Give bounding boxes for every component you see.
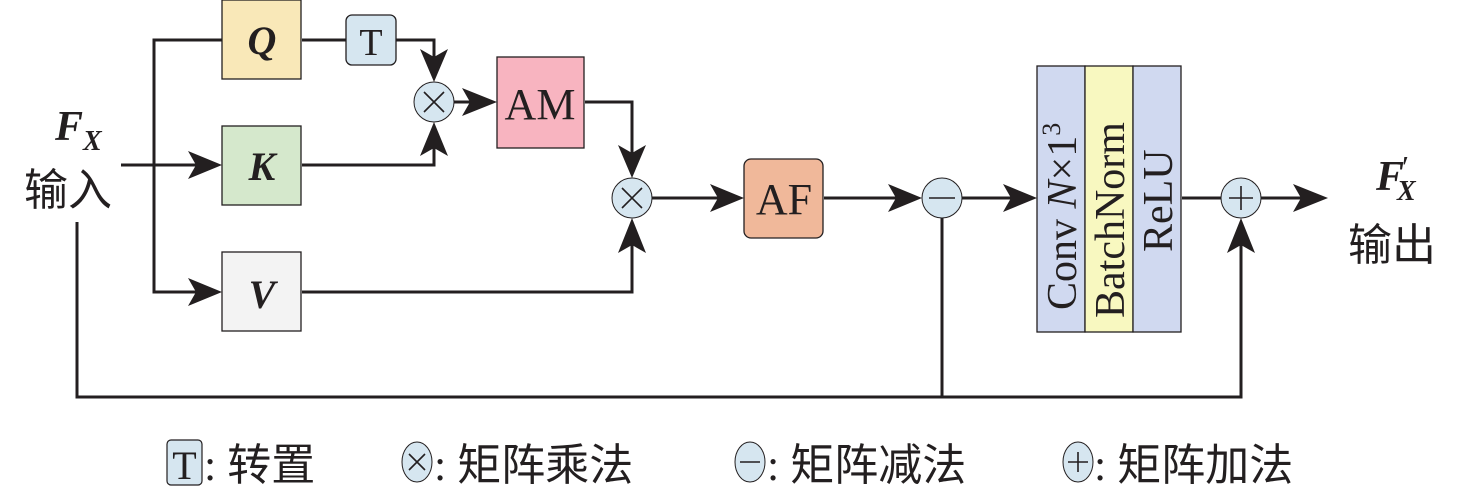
wire-k-mult1 — [302, 142, 436, 167]
subtract-operator — [921, 177, 963, 219]
multiply-icon — [423, 91, 445, 113]
output-label: F′X 输出 — [1348, 149, 1436, 270]
wire-am-mult2 — [585, 100, 634, 160]
arrowhead-mult1-top — [420, 49, 448, 82]
add-operator — [1220, 177, 1262, 219]
legend-text: : 矩阵乘法 — [434, 441, 633, 490]
plus-icon-glyph — [1068, 452, 1088, 472]
arrowhead-k — [188, 151, 222, 179]
transpose-rect — [345, 14, 397, 66]
legend-text: : 矩阵加法 — [1094, 441, 1293, 490]
q-label: Q — [248, 18, 277, 63]
legend-text: : 转置 — [204, 441, 315, 490]
conv-exponent: 3 — [1037, 123, 1066, 136]
am-block-rect — [496, 56, 585, 149]
conv-bn-relu-stack: Conv N×13 BatchNorm ReLU — [1036, 65, 1182, 333]
k-label: K — [248, 144, 278, 189]
batchnorm-rect — [1084, 65, 1134, 333]
output-prime: ′ — [1400, 149, 1408, 185]
wire-v-mult2 — [302, 240, 634, 294]
wire-t-mult1 — [396, 38, 436, 62]
output-symbol: F — [1375, 154, 1404, 200]
legend-text: : 矩阵减法 — [767, 441, 966, 490]
multiply-operator-2 — [611, 177, 653, 219]
arrowhead-af — [710, 184, 744, 212]
arrowhead-output — [1293, 184, 1328, 212]
conv-n: N — [1040, 178, 1086, 209]
arrowhead-mult1-bottom — [420, 122, 448, 156]
batchnorm-label: BatchNorm — [1088, 122, 1134, 318]
output-text: 输出 — [1348, 221, 1436, 270]
legend-item-multiply: : 矩阵乘法 — [401, 441, 633, 490]
input-symbol: F — [54, 104, 83, 150]
legend-item-subtract: : 矩阵减法 — [734, 441, 966, 490]
wire-residual — [75, 222, 1243, 399]
multiply-icon — [621, 187, 643, 209]
arrowhead-conv — [1003, 184, 1037, 212]
legend-item-add: : 矩阵加法 — [1062, 441, 1293, 490]
relu-label: ReLU — [1136, 149, 1182, 252]
svg-text:F′X: F′X — [1375, 149, 1417, 207]
input-subscript: X — [82, 126, 103, 157]
arrowhead-add-bottom — [1227, 218, 1255, 253]
transpose-icon — [166, 439, 203, 486]
legend-symbol: T — [172, 443, 196, 488]
af-label: AF — [756, 175, 812, 224]
output-subscript: X — [1396, 176, 1417, 207]
af-block-rect — [743, 158, 824, 239]
q-block-rect — [221, 0, 302, 80]
v-label: V — [249, 272, 279, 317]
multiply-operator-1 — [413, 81, 455, 123]
transpose-label: T — [359, 22, 382, 64]
conv-text: Conv — [1040, 208, 1086, 310]
relu-rect — [1132, 65, 1182, 333]
v-block-rect — [221, 251, 302, 332]
am-block: AM — [496, 56, 585, 149]
k-block: K — [221, 125, 302, 206]
input-text: 输入 — [24, 166, 112, 215]
input-label: FX 输入 — [24, 104, 112, 215]
arrowhead-am — [462, 88, 497, 116]
legend-item-transpose: T : 转置 — [166, 439, 315, 490]
conv-rect — [1036, 65, 1086, 333]
legend: T : 转置 : 矩阵乘法 : 矩阵减法 : 矩阵加法 — [166, 439, 1293, 490]
arrowhead-mult2-bottom — [618, 218, 646, 253]
q-block: Q — [221, 0, 302, 80]
arrowhead-mult2-top — [618, 145, 646, 178]
af-block: AF — [743, 158, 824, 239]
transpose-block: T — [345, 14, 397, 66]
wire-branch-vertical — [152, 38, 222, 294]
svg-text:FX: FX — [54, 104, 103, 157]
v-block: V — [221, 251, 302, 332]
k-block-rect — [221, 125, 302, 206]
plus-icon — [1229, 186, 1253, 210]
conv-label: Conv N×13 — [1037, 123, 1086, 310]
am-label: AM — [505, 80, 576, 129]
arrowhead-sub — [888, 184, 922, 212]
multiply-icon-glyph — [408, 453, 426, 471]
conv-times: ×1 — [1040, 136, 1086, 181]
arrowhead-v — [188, 278, 222, 306]
